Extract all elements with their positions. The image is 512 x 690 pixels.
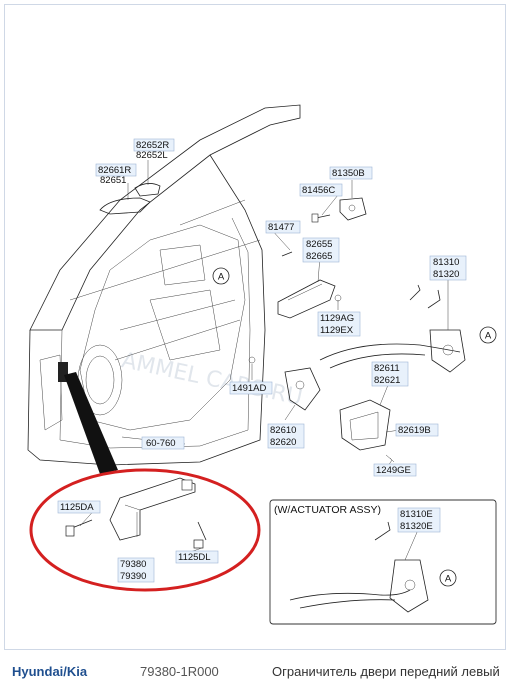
- svg-text:82610: 82610: [270, 425, 296, 436]
- svg-text:82620: 82620: [270, 437, 296, 448]
- door-check-link: [65, 477, 207, 549]
- svg-text:1129AG: 1129AG: [320, 313, 354, 324]
- part-label-1491ad[interactable]: 1491AD: [229, 381, 273, 395]
- svg-text:1125DA: 1125DA: [60, 502, 94, 513]
- inner-handle-assembly: [277, 251, 336, 319]
- part-label-81456c[interactable]: 81456C: [299, 183, 343, 197]
- svg-text:82665: 82665: [306, 251, 332, 262]
- part-label-82652l[interactable]: 82652L: [136, 150, 168, 161]
- part-label-82619b[interactable]: 82619B: [395, 423, 439, 437]
- svg-text:A: A: [485, 331, 492, 342]
- actuator-inset: [269, 499, 497, 625]
- svg-text:82652L: 82652L: [136, 150, 168, 161]
- actuator-latch-drawing: [289, 521, 429, 613]
- svg-text:60-760: 60-760: [146, 438, 176, 449]
- part-label-1125dl[interactable]: 1125DL: [175, 550, 219, 564]
- part-label-1249ge[interactable]: 1249GE: [373, 463, 417, 477]
- svg-text:82655: 82655: [306, 239, 332, 250]
- ref-circle-a: A: [479, 326, 497, 344]
- svg-text:81320E: 81320E: [400, 521, 433, 532]
- part-label-1125da[interactable]: 1125DA: [57, 500, 101, 514]
- svg-text:1125DL: 1125DL: [178, 552, 211, 563]
- highlight-ellipse: [29, 468, 261, 592]
- svg-text:81456C: 81456C: [302, 185, 335, 196]
- parts-diagram: AMMEL CARS.RU: [27, 104, 497, 625]
- svg-text:82661R: 82661R: [98, 165, 131, 176]
- ref-circle-a: A: [439, 569, 457, 587]
- part-label-81477[interactable]: 81477: [265, 220, 301, 234]
- outer-handle-parts: [99, 183, 161, 215]
- svg-text:81350B: 81350B: [332, 168, 365, 179]
- part-label-60-760[interactable]: 60-760: [141, 436, 185, 450]
- striker-parts: [311, 197, 367, 223]
- svg-text:82611: 82611: [374, 363, 400, 374]
- svg-text:1129EX: 1129EX: [320, 325, 354, 336]
- svg-text:1249GE: 1249GE: [376, 465, 411, 476]
- svg-text:A: A: [218, 272, 225, 283]
- svg-text:82621: 82621: [374, 375, 400, 386]
- svg-text:79380: 79380: [120, 559, 146, 570]
- ref-circle-a: A: [212, 267, 230, 285]
- part-info-footer: Hyundai/Kia 79380-1R000 Ограничитель две…: [0, 652, 512, 690]
- svg-text:82652R: 82652R: [136, 140, 169, 151]
- svg-text:82651: 82651: [100, 175, 126, 186]
- clip-part: [248, 356, 256, 364]
- svg-text:79390: 79390: [120, 571, 146, 582]
- svg-text:82619B: 82619B: [398, 425, 431, 436]
- part-number: 79380-1R000: [140, 663, 219, 679]
- svg-text:A: A: [445, 574, 452, 585]
- actuator-note: (W/ACTUATOR ASSY): [274, 504, 381, 516]
- brand-name[interactable]: Hyundai/Kia: [12, 663, 88, 679]
- svg-text:81310E: 81310E: [400, 509, 433, 520]
- callout-band: [64, 372, 118, 474]
- inner-handle-bezel: [339, 399, 391, 451]
- svg-text:81477: 81477: [268, 222, 294, 233]
- part-label-82652r[interactable]: 82652R: [133, 138, 175, 152]
- part-label-81350b[interactable]: 81350B: [329, 166, 373, 180]
- part-description: Ограничитель двери передний левый: [272, 663, 500, 679]
- part-label-82651[interactable]: 82651: [100, 175, 126, 186]
- svg-text:81320: 81320: [433, 269, 459, 280]
- part-label-82661r[interactable]: 82661R: [95, 163, 137, 177]
- svg-text:1491AD: 1491AD: [232, 383, 266, 394]
- svg-text:81310: 81310: [433, 257, 459, 268]
- watermark: AMMEL CARS.RU: [119, 348, 304, 411]
- latch-cables: [319, 284, 466, 373]
- outer-handle-base: [284, 367, 321, 411]
